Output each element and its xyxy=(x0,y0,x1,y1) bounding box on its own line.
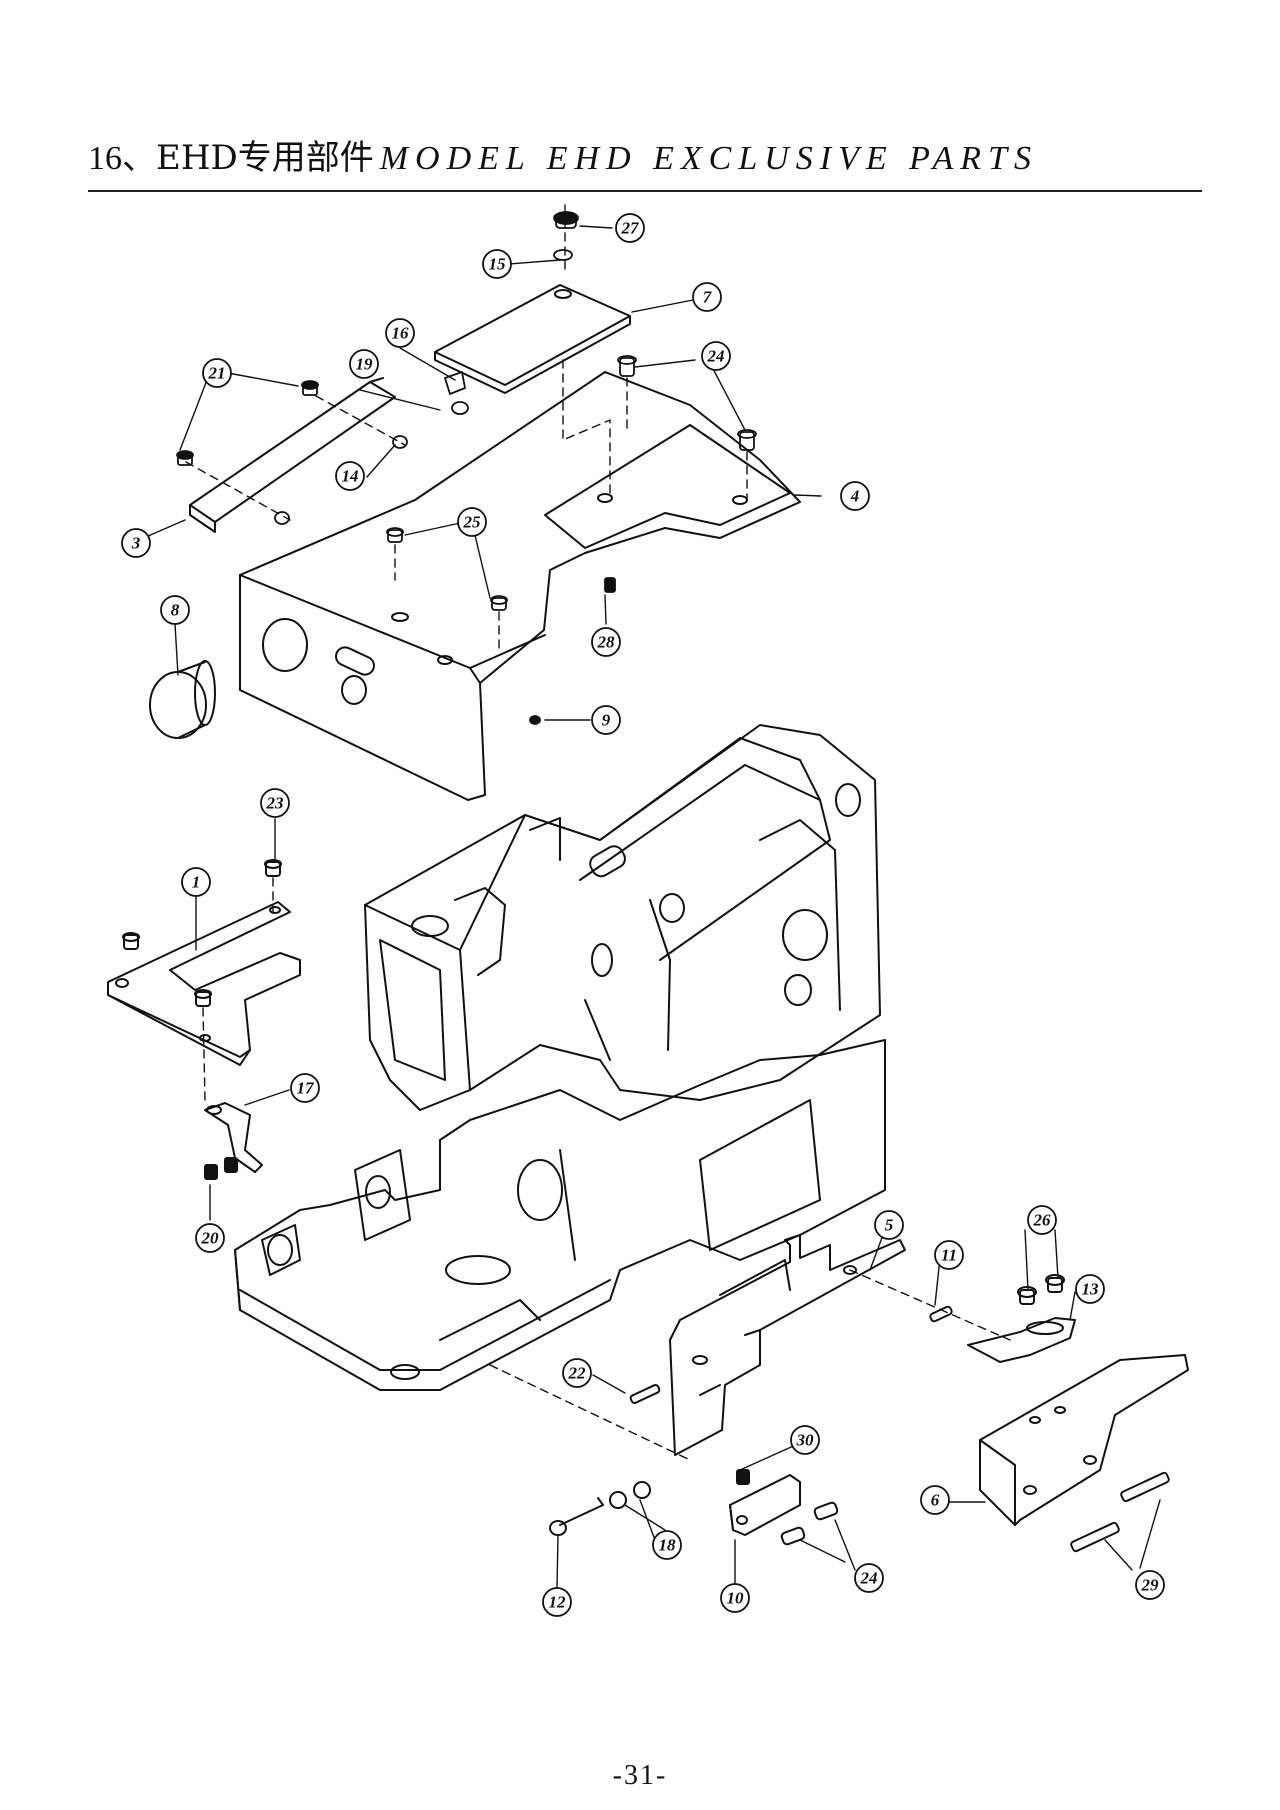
callout-14: 14 xyxy=(335,461,365,491)
callout-21: 21 xyxy=(202,358,232,388)
callout-29: 29 xyxy=(1135,1570,1165,1600)
bracket-3-part xyxy=(189,377,396,533)
bracket-1-part xyxy=(107,859,301,1066)
callout-label: 14 xyxy=(342,467,359,486)
callout-label: 8 xyxy=(171,601,180,620)
callout-label: 3 xyxy=(131,534,141,553)
callout-24-bottom: 24 xyxy=(854,1563,884,1593)
title-rule xyxy=(88,190,1202,192)
callout-13: 13 xyxy=(1075,1274,1105,1304)
title-english: MODEL EHD EXCLUSIVE PARTS xyxy=(379,140,1038,177)
callout-15: 15 xyxy=(482,249,512,279)
part-17-part xyxy=(204,1102,263,1180)
callout-23: 23 xyxy=(260,788,290,818)
callout-28: 28 xyxy=(591,627,621,657)
callout-27: 27 xyxy=(615,213,645,243)
callout-label: 1 xyxy=(192,873,201,892)
part-13-part xyxy=(967,1274,1076,1363)
callout-label: 16 xyxy=(392,324,410,343)
callouts: 27 15 7 16 19 21 24 14 3 4 25 8 28 9 23 … xyxy=(121,213,1165,1617)
callout-label: 21 xyxy=(208,364,226,383)
callout-1: 1 xyxy=(181,867,211,897)
callout-10: 10 xyxy=(720,1583,750,1613)
callout-17: 17 xyxy=(290,1073,320,1103)
callout-7: 7 xyxy=(692,282,722,312)
callout-26: 26 xyxy=(1027,1205,1057,1235)
callout-label: 17 xyxy=(297,1079,316,1098)
part-10-part xyxy=(549,1469,1170,1553)
callout-3: 3 xyxy=(121,528,151,558)
callout-24-top: 24 xyxy=(701,341,731,371)
callout-label: 20 xyxy=(201,1229,220,1248)
callout-label: 27 xyxy=(621,219,641,238)
plate-4-part xyxy=(544,424,791,549)
callout-label: 4 xyxy=(850,487,860,506)
assembly-lines xyxy=(185,204,1011,1461)
top-cover-part xyxy=(239,371,801,801)
title-chinese: EHD专用部件 xyxy=(156,138,374,178)
machine-body-part xyxy=(364,724,881,1111)
callout-label: 24 xyxy=(707,347,725,366)
callout-22: 22 xyxy=(562,1358,592,1388)
callout-20: 20 xyxy=(195,1223,225,1253)
plate-7-part xyxy=(434,284,631,394)
callout-5: 5 xyxy=(874,1210,904,1240)
plate-5-part xyxy=(629,1234,953,1456)
callout-4: 4 xyxy=(840,481,870,511)
callout-16: 16 xyxy=(385,318,415,348)
plate-6-part xyxy=(979,1354,1189,1526)
callout-19: 19 xyxy=(349,349,379,379)
callout-label: 10 xyxy=(727,1589,745,1608)
callout-label: 23 xyxy=(266,794,285,813)
callout-label: 28 xyxy=(597,633,616,652)
callout-label: 11 xyxy=(941,1246,957,1265)
cap-8-part xyxy=(149,660,216,739)
machine-base-part xyxy=(234,1039,886,1391)
small-screws xyxy=(176,211,757,725)
callout-11: 11 xyxy=(934,1240,964,1270)
callout-label: 13 xyxy=(1082,1280,1100,1299)
callout-9: 9 xyxy=(591,705,621,735)
callout-label: 7 xyxy=(703,288,713,307)
callout-12: 12 xyxy=(542,1587,572,1617)
section-number: 16、 xyxy=(88,140,156,177)
callout-label: 9 xyxy=(602,711,611,730)
page-number: -31- xyxy=(612,1760,668,1791)
callout-label: 25 xyxy=(463,513,482,532)
callout-30: 30 xyxy=(790,1425,820,1455)
callout-25: 25 xyxy=(457,507,487,537)
callout-label: 22 xyxy=(568,1364,587,1383)
callout-label: 26 xyxy=(1033,1211,1052,1230)
callout-8: 8 xyxy=(160,595,190,625)
callout-label: 12 xyxy=(549,1593,567,1612)
callout-label: 29 xyxy=(1141,1576,1160,1595)
callout-label: 18 xyxy=(659,1536,677,1555)
callout-18: 18 xyxy=(652,1530,682,1560)
callout-label: 5 xyxy=(885,1216,894,1235)
callout-label: 19 xyxy=(356,355,374,374)
leader-lines xyxy=(131,225,1161,1588)
callout-label: 24 xyxy=(860,1569,878,1588)
callout-label: 30 xyxy=(796,1431,815,1450)
callout-label: 6 xyxy=(931,1491,940,1510)
callout-6: 6 xyxy=(920,1485,950,1515)
callout-label: 15 xyxy=(489,255,507,274)
